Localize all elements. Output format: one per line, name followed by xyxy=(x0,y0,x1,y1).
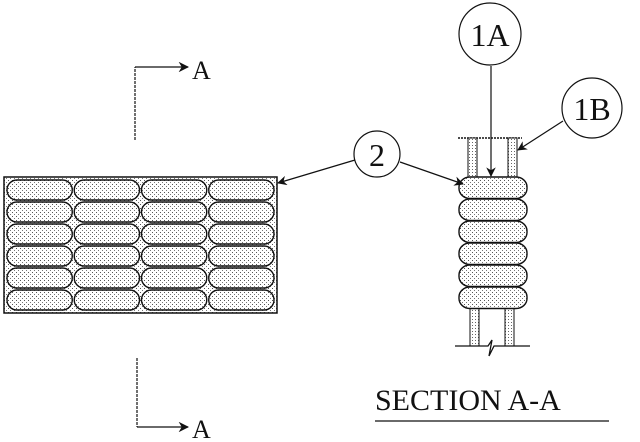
callout-2-circle xyxy=(353,130,401,178)
lower-wall-left xyxy=(469,302,480,347)
plan-pill xyxy=(73,179,141,201)
plan-pill xyxy=(140,201,208,223)
upper-wall-left xyxy=(467,137,478,179)
section-pill xyxy=(458,198,528,222)
plan-pill xyxy=(140,289,208,311)
section-marker-top: A xyxy=(134,56,211,140)
section-stack xyxy=(458,176,528,310)
plan-pill xyxy=(208,179,275,201)
lower-wall-right xyxy=(504,302,515,347)
section-caption-text: SECTION A-A xyxy=(375,384,561,417)
upper-wall-right xyxy=(507,137,518,179)
plan-pill xyxy=(73,201,141,223)
plan-pill xyxy=(140,223,208,245)
plan-pill xyxy=(208,201,275,223)
callout-2-label: 2 xyxy=(369,137,385,173)
plan-pill xyxy=(73,289,141,311)
plan-pill xyxy=(140,179,208,201)
section-pill xyxy=(458,286,528,310)
plan-pill xyxy=(208,223,275,245)
plan-pill xyxy=(73,267,141,289)
break-line xyxy=(455,339,530,357)
section-view xyxy=(455,137,530,357)
plan-pill xyxy=(140,245,208,267)
callout-1b-leader xyxy=(517,120,564,151)
plan-pill xyxy=(6,179,73,201)
plan-pill xyxy=(6,267,73,289)
plan-pill xyxy=(208,289,275,311)
callout-1b-circle xyxy=(561,77,623,139)
section-label-top: A xyxy=(192,56,211,85)
plan-pill xyxy=(208,267,275,289)
callout-1a: 1A xyxy=(458,2,522,177)
callout-2-leader-section xyxy=(399,161,464,186)
plan-pill xyxy=(140,267,208,289)
section-pill xyxy=(458,220,528,244)
callout-1a-label: 1A xyxy=(470,17,509,53)
section-pill xyxy=(458,264,528,288)
callout-1a-circle xyxy=(458,2,522,66)
section-pill xyxy=(458,176,528,200)
callout-1b-label: 1B xyxy=(573,91,610,127)
plan-pill xyxy=(208,245,275,267)
section-pill xyxy=(458,242,528,266)
section-marker-bottom: A xyxy=(136,358,211,442)
plan-view xyxy=(3,176,278,314)
plan-pill xyxy=(6,245,73,267)
plan-pill xyxy=(6,201,73,223)
callout-2: 2 xyxy=(277,130,464,186)
callout-2-leader-plan xyxy=(277,159,356,186)
plan-pill xyxy=(6,289,73,311)
plan-pill xyxy=(73,245,141,267)
section-label-bottom: A xyxy=(192,415,211,442)
callout-1b: 1B xyxy=(517,77,623,151)
plan-pill xyxy=(6,223,73,245)
section-caption: SECTION A-A xyxy=(375,384,609,422)
plan-pill xyxy=(73,223,141,245)
